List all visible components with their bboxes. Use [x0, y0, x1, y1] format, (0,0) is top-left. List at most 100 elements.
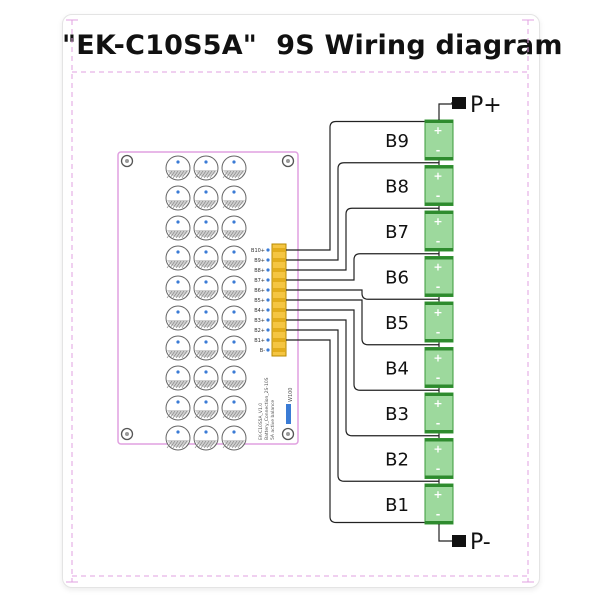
capacitor-hatch [240, 320, 247, 329]
battery-cell-bottom-band [425, 157, 453, 160]
pin-dot [266, 298, 270, 302]
board-mark: W100 [288, 388, 294, 403]
capacitor-hatch [175, 230, 182, 239]
pin-dot [266, 248, 270, 252]
capacitor-hatch [178, 200, 185, 209]
battery-minus-sign: - [436, 190, 441, 203]
capacitor-hatch [184, 230, 191, 239]
capacitor-hatch [169, 380, 176, 389]
battery-label: B7 [385, 222, 409, 243]
capacitor-hatch [181, 410, 188, 419]
capacitor-hatch [172, 230, 179, 239]
capacitor-dot [232, 310, 236, 314]
capacitor-hatch [172, 320, 179, 329]
battery-cell-bottom-band [425, 430, 453, 433]
capacitor-hatch [206, 440, 213, 449]
capacitor-hatch [166, 440, 173, 449]
capacitor-hatch [197, 440, 204, 449]
capacitor-hatch [203, 320, 210, 329]
capacitor-hatch [200, 200, 207, 209]
capacitor-hatch [200, 290, 207, 299]
capacitor-hatch [184, 260, 191, 269]
capacitor-hatch [231, 170, 238, 179]
capacitor [193, 245, 219, 271]
battery-cell-top-band [425, 165, 453, 169]
connector-pin [273, 308, 285, 312]
capacitor-hatch [178, 350, 185, 359]
pin-dot [266, 268, 270, 272]
battery-cell: +-B3 [385, 392, 454, 434]
battery-cell: +-B9 [385, 119, 454, 161]
capacitor [193, 155, 219, 181]
battery-plus-sign: + [433, 261, 442, 274]
capacitor [221, 215, 247, 241]
capacitor [165, 275, 191, 301]
capacitor-hatch [203, 170, 210, 179]
capacitor-hatch [169, 230, 176, 239]
capacitor [193, 365, 219, 391]
capacitor-hatch [200, 230, 207, 239]
capacitor-dot [232, 190, 236, 194]
capacitor-hatch [237, 290, 244, 299]
capacitor-hatch [200, 410, 207, 419]
battery-cell-top-band [425, 302, 453, 305]
capacitor-hatch [203, 380, 210, 389]
capacitor-hatch [194, 380, 201, 389]
battery-cell: +-B1 [385, 483, 454, 525]
capacitor-hatch [203, 200, 210, 209]
capacitor-dot [232, 250, 236, 254]
capacitor [165, 425, 191, 451]
battery-plus-sign: + [433, 124, 442, 137]
battery-label: B9 [385, 131, 409, 152]
capacitor [165, 305, 191, 331]
battery-minus-sign: - [436, 281, 441, 294]
capacitor-hatch [184, 380, 191, 389]
capacitor-hatch [203, 410, 210, 419]
capacitor-hatch [178, 260, 185, 269]
connector-pin-label: B6+ [254, 288, 265, 294]
capacitor-hatch [197, 200, 204, 209]
capacitor-hatch [209, 200, 216, 209]
capacitor-hatch [200, 350, 207, 359]
battery-minus-sign: - [436, 463, 441, 476]
capacitor-hatch [237, 230, 244, 239]
capacitor-hatch [184, 410, 191, 419]
battery-cell-bottom-band [425, 248, 453, 251]
capacitor-hatch [178, 440, 185, 449]
capacitor-dot [204, 250, 208, 254]
capacitor-hatch [178, 380, 185, 389]
battery-cell: +-B5 [385, 301, 454, 343]
capacitor [165, 185, 191, 211]
capacitor-hatch [206, 170, 213, 179]
battery-cell-body [424, 165, 454, 206]
capacitor-hatch [194, 200, 201, 209]
balance-wire [286, 253, 439, 281]
capacitor-hatch [212, 410, 219, 419]
pin-dot [266, 258, 270, 262]
battery-minus-sign: - [436, 326, 441, 339]
capacitor-hatch [237, 410, 244, 419]
connector-pin [273, 328, 285, 332]
capacitor-hatch [166, 410, 173, 419]
capacitor-dot [232, 400, 236, 404]
battery-label: B8 [385, 177, 409, 198]
capacitor-hatch [228, 320, 235, 329]
mount-hole-center [125, 159, 129, 163]
capacitor-hatch [234, 380, 241, 389]
capacitor-dot [176, 310, 180, 314]
capacitor-hatch [172, 290, 179, 299]
capacitor-hatch [166, 290, 173, 299]
balance-wire [286, 329, 439, 482]
pin-dot [266, 328, 270, 332]
battery-cell-top-band [425, 256, 453, 260]
capacitor [221, 155, 247, 181]
capacitor-dot [204, 400, 208, 404]
battery-cell-bottom-band [425, 384, 453, 388]
capacitor-hatch [181, 320, 188, 329]
capacitor-hatch [240, 290, 247, 299]
mount-hole-center [286, 159, 290, 163]
capacitor-hatch [166, 200, 173, 209]
capacitor-hatch [194, 320, 201, 329]
capacitor-dot [232, 430, 236, 434]
capacitor-hatch [228, 170, 235, 179]
